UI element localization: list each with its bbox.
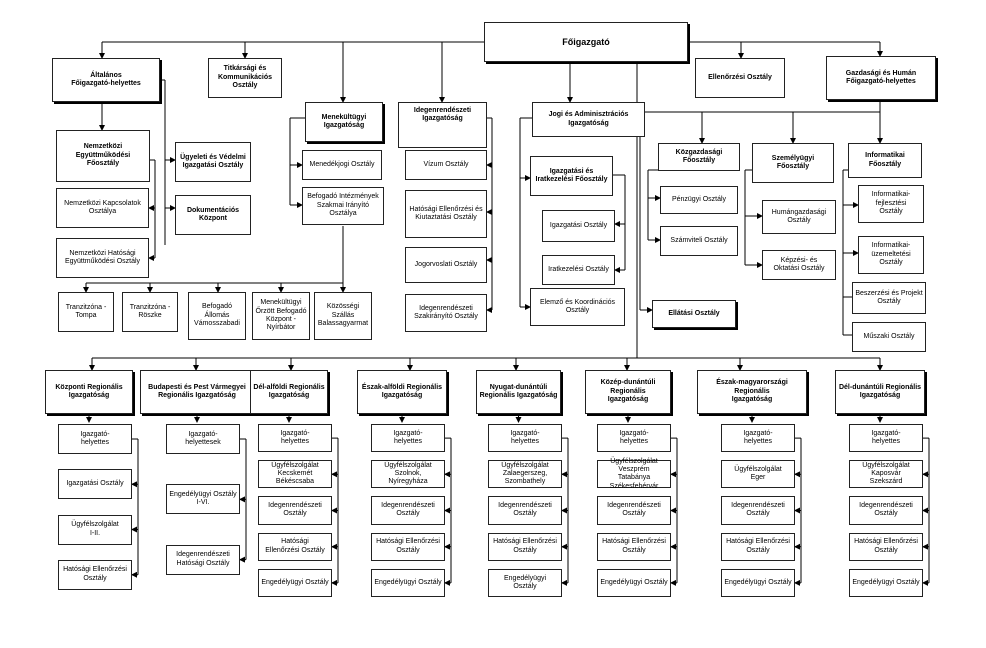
node-inf-fejl: Informatikai-fejlesztési Osztály — [858, 185, 924, 223]
node-humangazd: Humángazdasági Osztály — [762, 200, 836, 234]
node-tranz-roszke: Tranzitzóna - Röszke — [122, 292, 178, 332]
region-5-item-5: Engedélyügyi Osztály — [488, 568, 562, 597]
region-6-item-2: Ügyfélszolgálat Veszprém Tatabánya Széke… — [597, 458, 671, 490]
region-3-item-1: Igazgató- helyettes — [258, 424, 332, 453]
region-8-item-2: Ügyfélszolgálat Kaposvár Szekszárd — [849, 460, 923, 489]
node-dokumentacios: Dokumentációs Központ — [175, 195, 251, 235]
region-1-item-3: Ügyfélszolgálat I-II. — [58, 514, 132, 545]
region-title-3: Dél-alföldi Regionális Igazgatóság — [250, 370, 328, 414]
region-4-item-2: Ügyfélszolgálat Szolnok, Nyíregyháza — [371, 460, 445, 489]
node-gazdasagi: Gazdasági és Humán Főigazgató-helyettes — [826, 56, 936, 100]
region-5-item-1: Igazgató- helyettes — [488, 424, 562, 453]
node-ellenorzesi: Ellenőrzési Osztály — [695, 58, 785, 98]
node-szemelyugyi: Személyügyi Főosztály — [752, 143, 834, 183]
node-jogi: Jogi és Adminisztrációs Igazgatóság — [532, 102, 645, 137]
node-altalanos: Általános Főigazgató-helyettes — [52, 58, 160, 102]
region-title-8: Dél-dunántúli Regionális Igazgatóság — [835, 370, 925, 414]
region-title-6: Közép-dunántúli Regionális Igazgatóság — [585, 370, 671, 414]
region-1-item-4: Hatósági Ellenőrzési Osztály — [58, 559, 132, 590]
node-igazgatasi-o: Igazgatási Osztály — [542, 210, 615, 242]
region-7-item-5: Engedélyügyi Osztály — [721, 568, 795, 597]
region-3-item-4: Hatósági Ellenőrzési Osztály — [258, 532, 332, 561]
node-penzugyi: Pénzügyi Osztály — [660, 186, 738, 214]
node-idegenrendeszeti: Idegenrendészeti Igazgatóság — [398, 102, 487, 148]
region-title-5: Nyugat-dunántúli Regionális Igazgatóság — [476, 370, 561, 414]
region-5-item-3: Idegenrendészeti Osztály — [488, 496, 562, 525]
region-8-item-1: Igazgató- helyettes — [849, 424, 923, 453]
node-menedekjogi: Menedékjogi Osztály — [302, 150, 382, 180]
node-nemz-hat: Nemzetközi Hatósági Együttműködési Osztá… — [56, 238, 149, 278]
node-jogorvoslati: Jogorvoslati Osztály — [405, 247, 487, 283]
region-1-item-1: Igazgató- helyettes — [58, 424, 132, 454]
region-2-item-1: Igazgató- helyettesek — [166, 424, 240, 454]
region-7-item-1: Igazgató- helyettes — [721, 424, 795, 453]
region-8-item-3: Idegenrendészeti Osztály — [849, 496, 923, 525]
node-elemzo: Elemző és Koordinációs Osztály — [530, 288, 625, 326]
region-title-7: Észak-magyarországi Regionális Igazgatós… — [697, 370, 807, 414]
region-5-item-2: Ügyfélszolgálat Zalaegerszeg, Szombathel… — [488, 460, 562, 489]
region-7-item-3: Idegenrendészeti Osztály — [721, 496, 795, 525]
region-6-item-4: Hatósági Ellenőrzési Osztály — [597, 532, 671, 561]
node-kepzesi: Képzési- és Oktatási Osztály — [762, 250, 836, 280]
region-6-item-1: Igazgató- helyettes — [597, 424, 671, 453]
node-bef-vamos: Befogadó Állomás Vámosszabadi — [188, 292, 246, 340]
region-1-item-2: Igazgatási Osztály — [58, 469, 132, 500]
node-hat-ell-kut: Hatósági Ellenőrzési és Kiutaztatási Osz… — [405, 190, 487, 238]
node-idegen-szak: Idegenrendészeti Szakirányító Osztály — [405, 294, 487, 332]
node-nemzetkozi: Nemzetközi Együttműködési Főosztály — [56, 130, 150, 182]
region-title-4: Észak-alföldi Regionális Igazgatóság — [357, 370, 447, 414]
node-vizum: Vízum Osztály — [405, 150, 487, 180]
region-4-item-4: Hatósági Ellenőrzési Osztály — [371, 532, 445, 561]
node-informatikai: Informatikai Főosztály — [848, 143, 922, 178]
region-title-2: Budapesti és Pest Vármegyei Regionális I… — [140, 370, 254, 414]
region-8-item-4: Hatósági Ellenőrzési Osztály — [849, 532, 923, 561]
node-kozgazdasagi: Közgazdasági Főosztály — [658, 143, 740, 171]
region-4-item-3: Idegenrendészeti Osztály — [371, 496, 445, 525]
region-8-item-5: Engedélyügyi Osztály — [849, 568, 923, 597]
node-inf-uz: Informatikai- üzemeltetési Osztály — [858, 236, 924, 274]
region-2-item-2: Engedélyügyi Osztály I-VI. — [166, 484, 240, 515]
node-titkarsagi: Titkársági és Kommunikációs Osztály — [208, 58, 282, 98]
node-nemz-kapcs: Nemzetközi Kapcsolatok Osztálya — [56, 188, 149, 228]
region-6-item-3: Idegenrendészeti Osztály — [597, 496, 671, 525]
node-menekultugyi: Menekültügyi Igazgatóság — [305, 102, 383, 142]
region-title-1: Központi Regionális Igazgatóság — [45, 370, 133, 414]
region-7-item-2: Ügyfélszolgálat Eger — [721, 460, 795, 489]
node-igazgatasi-iratk: Igazgatási és Iratkezelési Főosztály — [530, 156, 613, 196]
node-beszerzesi: Beszerzési és Projekt Osztály — [852, 282, 926, 314]
region-2-item-3: Idegenrendészeti Hatósági Osztály — [166, 544, 240, 575]
region-3-item-5: Engedélyügyi Osztály — [258, 568, 332, 597]
node-tranz-tompa: Tranzitzóna - Tompa — [58, 292, 114, 332]
region-3-item-2: Ügyfélszolgálat Kecskemét Békéscsaba — [258, 460, 332, 489]
region-3-item-3: Idegenrendészeti Osztály — [258, 496, 332, 525]
region-7-item-4: Hatósági Ellenőrzési Osztály — [721, 532, 795, 561]
region-4-item-5: Engedélyügyi Osztály — [371, 568, 445, 597]
region-4-item-1: Igazgató- helyettes — [371, 424, 445, 453]
node-muszaki: Műszaki Osztály — [852, 322, 926, 352]
node-ugyeleti: Ügyeleti és Védelmi Igazgatási Osztály — [175, 142, 251, 182]
node-root: Főigazgató — [484, 22, 688, 62]
node-kozossegi: Közösségi Szállás Balassagyarmat — [314, 292, 372, 340]
region-6-item-5: Engedélyügyi Osztály — [597, 568, 671, 597]
node-befogado-int: Befogadó Intézmények Szakmai Irányító Os… — [302, 187, 384, 225]
node-szamviteli: Számviteli Osztály — [660, 226, 738, 256]
node-men-nyir: Menekültügyi Őrzött Befogadó Központ - N… — [252, 292, 310, 340]
node-iratkezelesi: Iratkezelési Osztály — [542, 255, 615, 285]
node-ellatasi: Ellátási Osztály — [652, 300, 736, 328]
region-5-item-4: Hatósági Ellenőrzési Osztály — [488, 532, 562, 561]
